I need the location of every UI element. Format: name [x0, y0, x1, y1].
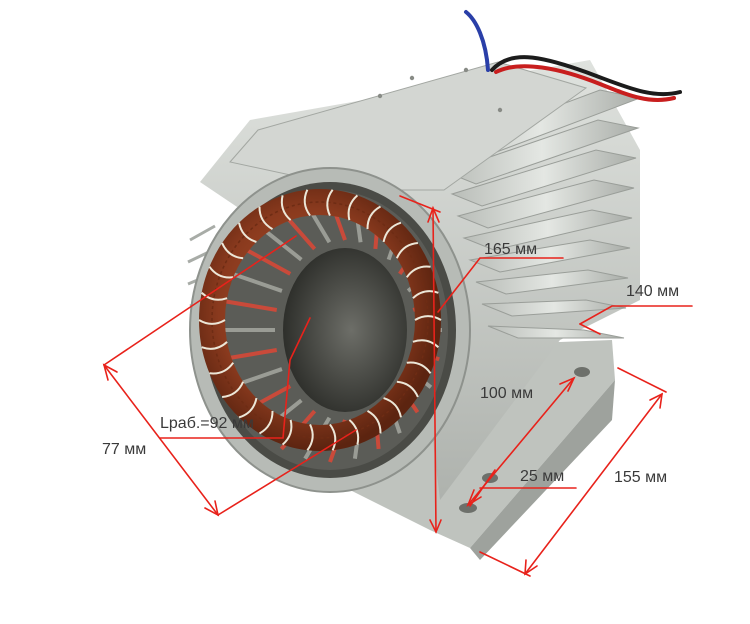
rotor-bore — [283, 248, 407, 412]
cooling-fin — [468, 239, 631, 273]
mount-hole — [574, 367, 590, 377]
label-bore-77: 77 мм — [102, 441, 147, 458]
cooling-fin — [444, 119, 640, 185]
winding-lacing — [258, 410, 274, 435]
winding-lacing — [201, 341, 228, 350]
winding-lacing — [405, 265, 431, 278]
dim-line-77 — [103, 364, 219, 516]
label-length-155: 155 мм — [614, 469, 668, 486]
winding-lacing — [200, 292, 228, 301]
winding-lacing — [395, 242, 419, 259]
label-height-165: 165 мм — [484, 241, 538, 258]
stator-slot — [241, 245, 292, 276]
winding-lacing — [221, 242, 244, 260]
winding-lacing — [347, 194, 359, 221]
mount-hole — [459, 503, 477, 513]
winding-lacing — [281, 419, 293, 446]
label-working-length: Lраб.=92 мм — [160, 415, 254, 432]
cooling-fin — [475, 269, 629, 295]
winding-lacing — [366, 205, 382, 230]
stator-slot — [220, 298, 278, 312]
winding-lacing — [414, 315, 442, 321]
lead-wires — [464, 10, 682, 103]
winding-lacing — [238, 397, 258, 419]
label-mount-100: 100 мм — [480, 385, 534, 402]
dimension-lines — [102, 195, 693, 577]
cooling-fin — [462, 209, 633, 251]
dim-line-155 — [524, 393, 663, 575]
winding-lacing — [383, 397, 402, 418]
stator-front — [189, 167, 471, 493]
winding-lacing — [396, 380, 419, 398]
winding-lacing — [208, 266, 234, 279]
winding-lacing — [303, 189, 311, 217]
winding-lacing — [366, 410, 382, 434]
winding-lacing — [258, 206, 274, 230]
winding-lacing — [329, 423, 337, 451]
cooling-fin — [487, 325, 625, 339]
winding-lacing — [382, 221, 402, 243]
dim-line-165 — [432, 207, 437, 533]
winding-lacing — [209, 362, 235, 375]
winding-lacing — [326, 189, 334, 216]
winding-lacing — [198, 319, 226, 325]
winding-lacing — [406, 361, 432, 374]
winding-lacing — [348, 419, 360, 445]
cooling-fin — [456, 179, 635, 229]
label-mount-25: 25 мм — [520, 468, 565, 485]
winding-lacing — [306, 424, 314, 451]
cooling-fin — [450, 149, 637, 207]
cooling-fin — [481, 299, 627, 317]
label-depth-140: 140 мм — [626, 283, 680, 300]
winding-lacing — [280, 195, 292, 221]
winding-lacing — [238, 222, 257, 243]
winding-lacing — [221, 381, 245, 398]
winding-lacing — [412, 339, 440, 348]
winding-lacing — [412, 290, 439, 299]
copper-winding — [198, 189, 442, 451]
